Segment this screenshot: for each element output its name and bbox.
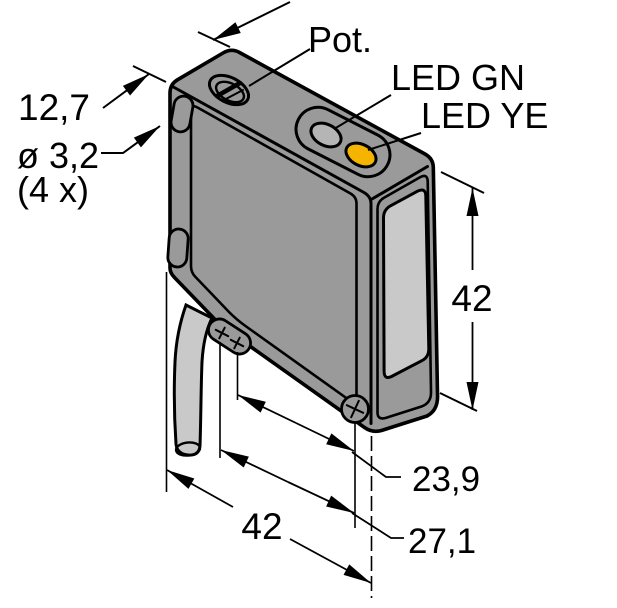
led-gn-leader [333, 94, 392, 130]
cable-end-cap [174, 441, 202, 457]
hole-qty-label: (4 x) [17, 169, 89, 210]
lens-window [381, 188, 431, 379]
mounting-hole-left [166, 227, 190, 269]
cable-body [172, 302, 215, 457]
dim-axis-b-left [220, 449, 289, 483]
pot-slot [214, 80, 243, 99]
dim-axis-b-right [287, 481, 355, 514]
dim-depth-arrow-rear [212, 1, 291, 41]
led-cluster [294, 105, 392, 179]
led-ye-label: LED YE [421, 95, 548, 136]
mounting-hole-top [169, 94, 195, 134]
tick-height-bottom [439, 392, 478, 412]
optical-axis-boss [207, 317, 252, 356]
pot-screw-icon [207, 73, 251, 107]
dim-axis-a-label: 23,9 [412, 460, 480, 499]
dim-axis-a-left [237, 394, 297, 424]
pot-label: Pot. [308, 19, 372, 60]
front-top-crease [171, 85, 373, 425]
corner-screw-icon [340, 394, 370, 424]
dim-axis-b-label: 27,1 [408, 522, 476, 561]
pot-leader [248, 48, 311, 87]
tick-height-top [440, 171, 485, 194]
cross-mark-a [214, 326, 230, 340]
cable [172, 302, 215, 457]
led-gn-icon [309, 121, 343, 149]
dim-axis-a-right [295, 422, 355, 452]
hole-diameter-label: ø 3,2 [17, 135, 99, 176]
pot-slot-edge [221, 89, 244, 102]
dim-height-label: 42 [451, 278, 492, 319]
dim-width-right [289, 538, 372, 584]
dim-width-left [166, 469, 234, 508]
led-ye-leader [367, 132, 422, 151]
axis-b-leader [351, 512, 404, 539]
lens-groove [376, 174, 433, 420]
dim-depth-label: 12,7 [18, 87, 90, 128]
axis-a-leader [351, 451, 401, 478]
led-gn-label: LED GN [391, 57, 525, 98]
tick-depth-front [132, 65, 167, 83]
dim-width-label: 42 [241, 506, 282, 547]
top-right-crease [370, 165, 429, 201]
cross-mark-b [229, 336, 245, 350]
dim-depth-arrow-front [102, 73, 150, 109]
hole-callout-arrow [101, 125, 161, 154]
